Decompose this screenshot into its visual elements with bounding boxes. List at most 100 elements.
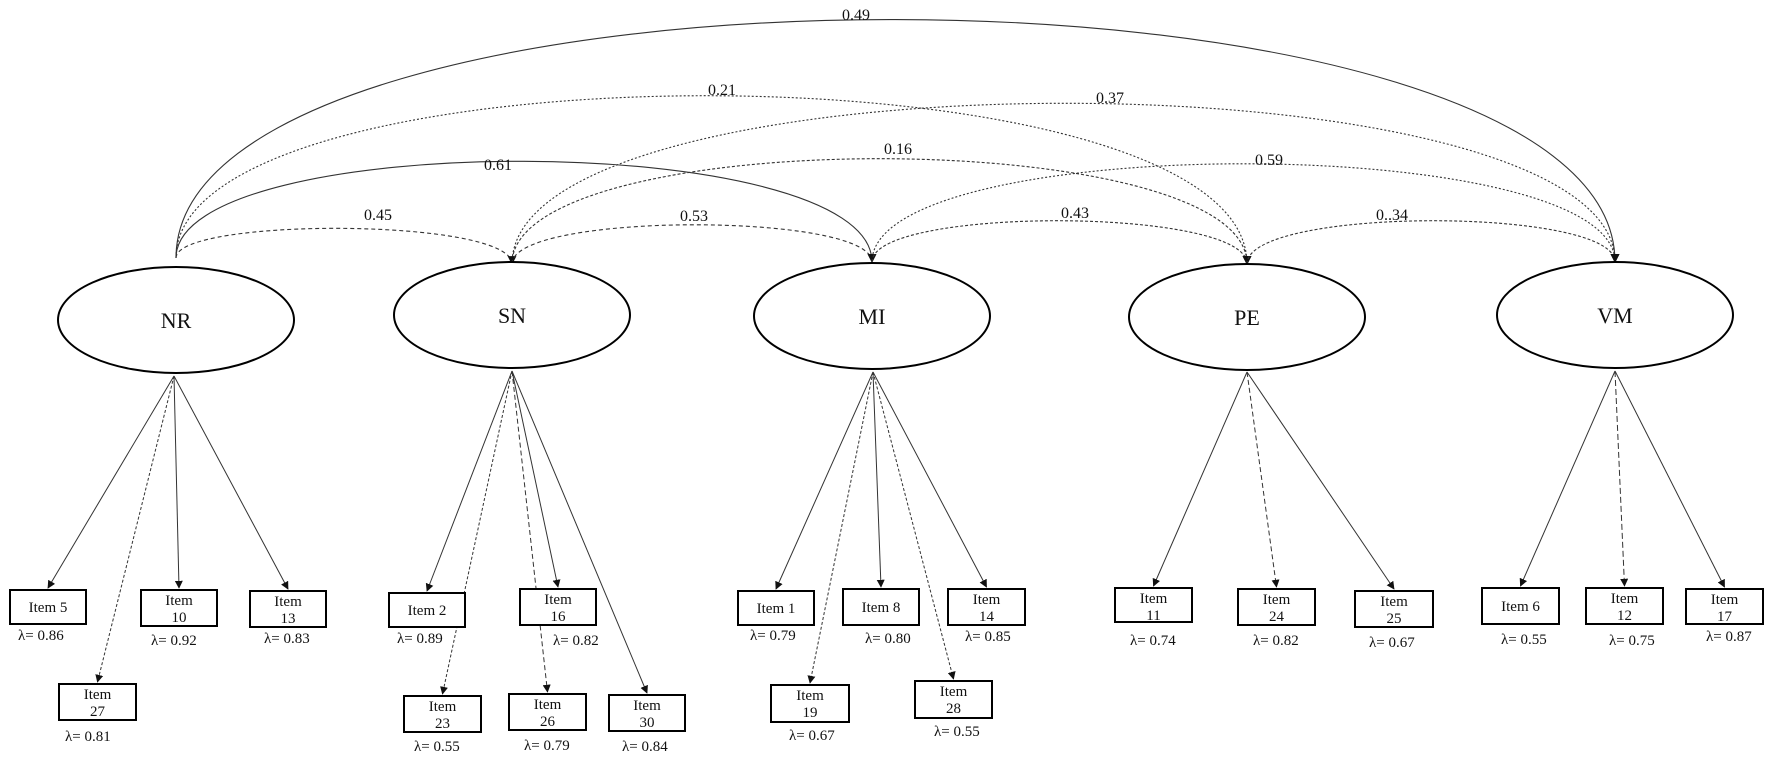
- correlation-value: 0.21: [708, 82, 736, 99]
- factor-loading-value: λ= 0.83: [264, 631, 310, 647]
- item-number: 30: [640, 715, 655, 731]
- item-box: [842, 588, 920, 626]
- correlation-arc-NR-PE: [175, 95, 1252, 265]
- factor-loading-value: λ= 0.87: [1706, 629, 1752, 645]
- loading-arrow: [807, 371, 874, 684]
- correlation-arc-NR-MI: [175, 160, 877, 263]
- item-number: 25: [1387, 611, 1402, 627]
- item-label: Item: [429, 699, 457, 715]
- item-box: [770, 684, 850, 723]
- item-box: [947, 588, 1026, 626]
- item-number: 14: [979, 609, 995, 625]
- correlation-value: 0.45: [364, 207, 392, 224]
- item-box: [249, 590, 327, 628]
- correlation-arc-PE-VM: [1246, 220, 1620, 265]
- correlation-value: 0.61: [484, 157, 512, 174]
- correlation-arc-SN-MI: [511, 224, 877, 265]
- loading-arrow: [47, 375, 175, 589]
- factor-loading-value: λ= 0.85: [965, 629, 1011, 645]
- item-label: Item 6: [1501, 599, 1540, 615]
- item-label: Item: [84, 687, 112, 703]
- item-number: 23: [435, 716, 450, 732]
- latent-factor-label: VM: [1597, 303, 1632, 328]
- factor-loading-value: λ= 0.89: [397, 631, 443, 647]
- latent-factor-vm: [1496, 261, 1734, 369]
- item-label: Item: [1611, 591, 1639, 607]
- loading-arrow: [173, 375, 183, 589]
- correlation-arc-SN-PE: [511, 158, 1252, 265]
- loading-arrow: [440, 370, 513, 695]
- item-box: [403, 695, 482, 733]
- item-box: [508, 693, 587, 731]
- loading-arrow: [1614, 370, 1629, 587]
- factor-loading-value: λ= 0.55: [414, 739, 460, 755]
- correlation-arc-SN-VM: [511, 102, 1620, 265]
- correlation-arc-NR-SN: [175, 227, 517, 265]
- item-box: [608, 694, 686, 732]
- factor-loading-value: λ= 0.75: [1609, 633, 1655, 649]
- item-number: 12: [1617, 608, 1632, 624]
- item-box: [388, 592, 466, 628]
- item-box: [9, 589, 87, 625]
- loading-arrow: [872, 371, 987, 588]
- correlation-value: 0.49: [842, 7, 870, 24]
- item-label: Item: [165, 593, 193, 609]
- item-label: Item: [940, 684, 968, 700]
- factor-loading-value: λ= 0.74: [1130, 633, 1176, 649]
- factor-loading-value: λ= 0.79: [524, 738, 570, 754]
- factor-loading-value: λ= 0.81: [65, 729, 111, 745]
- correlation-value: 0..34: [1376, 207, 1408, 224]
- item-label: Item: [534, 697, 562, 713]
- item-number: 27: [90, 704, 106, 720]
- item-label: Item 8: [862, 600, 901, 616]
- item-box: [1114, 587, 1193, 623]
- item-number: 19: [803, 705, 818, 721]
- loading-arrow: [872, 371, 885, 588]
- item-box: [140, 589, 218, 627]
- item-label: Item 5: [29, 600, 68, 616]
- loading-arrow: [173, 375, 289, 590]
- loading-arrow: [1519, 370, 1616, 587]
- loading-arrow: [511, 370, 648, 694]
- factor-loading-value: λ= 0.82: [1253, 633, 1299, 649]
- loading-arrow: [1152, 371, 1248, 587]
- item-box: [914, 680, 993, 719]
- latent-factor-label: SN: [498, 303, 526, 328]
- item-number: 28: [946, 701, 961, 717]
- item-label: Item: [1711, 592, 1739, 608]
- correlation-value: 0.37: [1096, 90, 1124, 107]
- factor-loading-value: λ= 0.86: [18, 628, 64, 644]
- item-box: [58, 683, 137, 721]
- factor-loading-value: λ= 0.55: [1501, 632, 1547, 648]
- factor-loading-value: λ= 0.84: [622, 739, 668, 755]
- item-number: 26: [540, 714, 556, 730]
- correlation-arc-NR-VM: [175, 19, 1620, 263]
- item-number: 10: [172, 610, 187, 626]
- item-box: [1481, 587, 1560, 625]
- item-number: 24: [1269, 609, 1285, 625]
- item-number: 16: [551, 609, 567, 625]
- loading-arrow: [425, 370, 513, 592]
- item-label: Item: [796, 688, 824, 704]
- factor-loading-value: λ= 0.55: [934, 724, 980, 740]
- loading-arrow: [1246, 371, 1395, 590]
- item-number: 17: [1717, 609, 1733, 625]
- item-label: Item: [1380, 594, 1408, 610]
- item-box: [1237, 588, 1316, 626]
- item-box: [519, 588, 597, 626]
- loading-arrow: [511, 370, 561, 588]
- loading-arrows: [47, 370, 1725, 695]
- latent-factor-pe: [1128, 263, 1366, 371]
- correlation-value: 0.59: [1255, 152, 1283, 169]
- factor-loading-value: λ= 0.82: [553, 633, 599, 649]
- correlation-value: 0.16: [884, 141, 912, 158]
- item-box: [1354, 590, 1434, 628]
- factor-loading-value: λ= 0.67: [1369, 635, 1415, 651]
- factor-loading-value: λ= 0.80: [865, 631, 911, 647]
- loading-arrow: [775, 371, 874, 590]
- loading-arrow: [872, 371, 956, 680]
- loading-arrow: [95, 375, 175, 683]
